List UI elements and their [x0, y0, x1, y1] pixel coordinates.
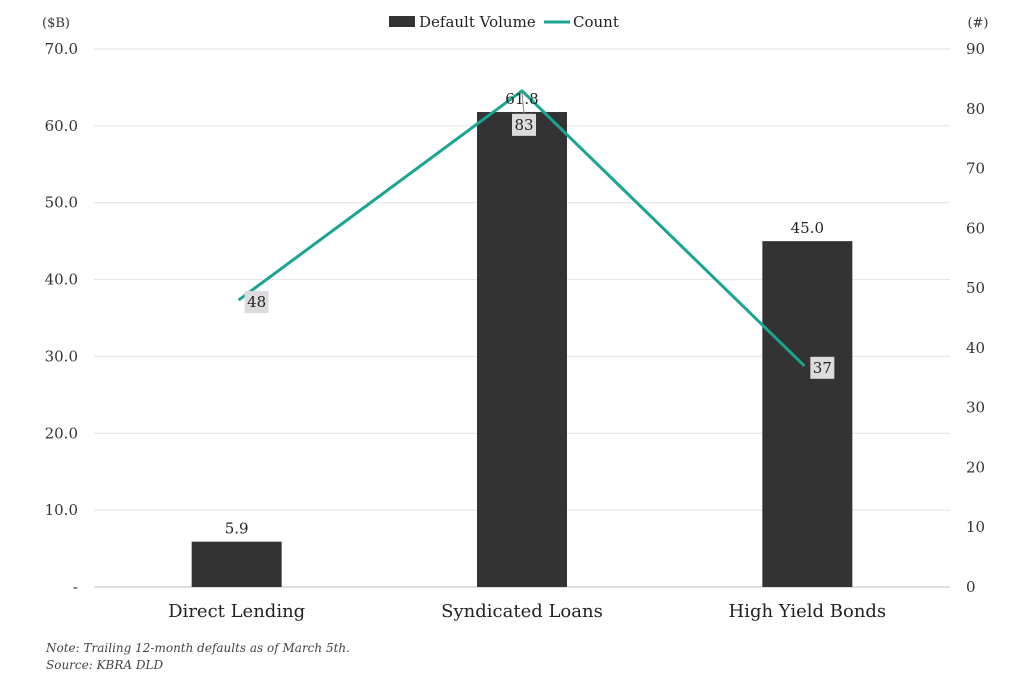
count-value-label: 48 [247, 293, 266, 311]
data-labels: 5.9 61.8 45.0 48 83 37 [225, 90, 835, 538]
right-tick-label: 10 [966, 518, 985, 536]
legend: Default Volume Count [389, 13, 619, 31]
right-tick-label: 0 [966, 578, 976, 596]
legend-label-volume: Default Volume [419, 13, 536, 31]
category-label: Syndicated Loans [441, 601, 603, 622]
axes: - 10.0 20.0 30.0 40.0 50.0 60.0 70.0 0 10 20 30 40 50… [42, 16, 989, 622]
left-tick-label: 40.0 [45, 271, 78, 289]
right-axis-unit: (#) [967, 16, 988, 31]
count-value-label: 83 [514, 116, 533, 134]
bar [477, 112, 567, 587]
bar [762, 241, 853, 587]
left-tick-label: - [73, 578, 78, 596]
right-tick-label: 20 [966, 458, 985, 476]
left-tick-label: 30.0 [45, 347, 78, 365]
category-label: High Yield Bonds [728, 601, 886, 622]
count-label-box [810, 356, 835, 379]
source-note: Source: KBRA DLD [46, 658, 164, 672]
count-label-box [244, 291, 269, 314]
line-series [237, 89, 806, 367]
left-tick-label: 60.0 [45, 117, 78, 135]
left-tick-label: 50.0 [45, 194, 78, 212]
label-leader-line [521, 92, 525, 114]
left-tick-label: 70.0 [45, 40, 78, 58]
legend-swatch-volume [389, 16, 415, 27]
right-tick-label: 40 [966, 339, 985, 357]
right-tick-label: 50 [966, 279, 985, 297]
count-label-box [512, 113, 536, 136]
bar-value-label: 61.8 [505, 90, 538, 108]
category-label: Direct Lending [168, 601, 305, 622]
footnote: Note: Trailing 12-month defaults as of M… [46, 641, 350, 655]
right-tick-label: 70 [966, 160, 985, 178]
count-value-label: 37 [813, 359, 832, 377]
right-tick-label: 60 [966, 219, 985, 237]
bar-series [191, 112, 853, 587]
left-tick-label: 10.0 [45, 501, 78, 519]
left-tick-label: 20.0 [45, 424, 78, 442]
bar-value-label: 45.0 [791, 219, 824, 237]
right-tick-label: 90 [966, 40, 985, 58]
bar-value-label: 5.9 [225, 520, 249, 538]
left-axis-unit: ($B) [42, 16, 70, 31]
legend-label-count: Count [573, 13, 619, 31]
bar [191, 541, 282, 587]
right-tick-label: 80 [966, 100, 985, 118]
count-line [237, 89, 806, 367]
right-tick-label: 30 [966, 399, 985, 417]
